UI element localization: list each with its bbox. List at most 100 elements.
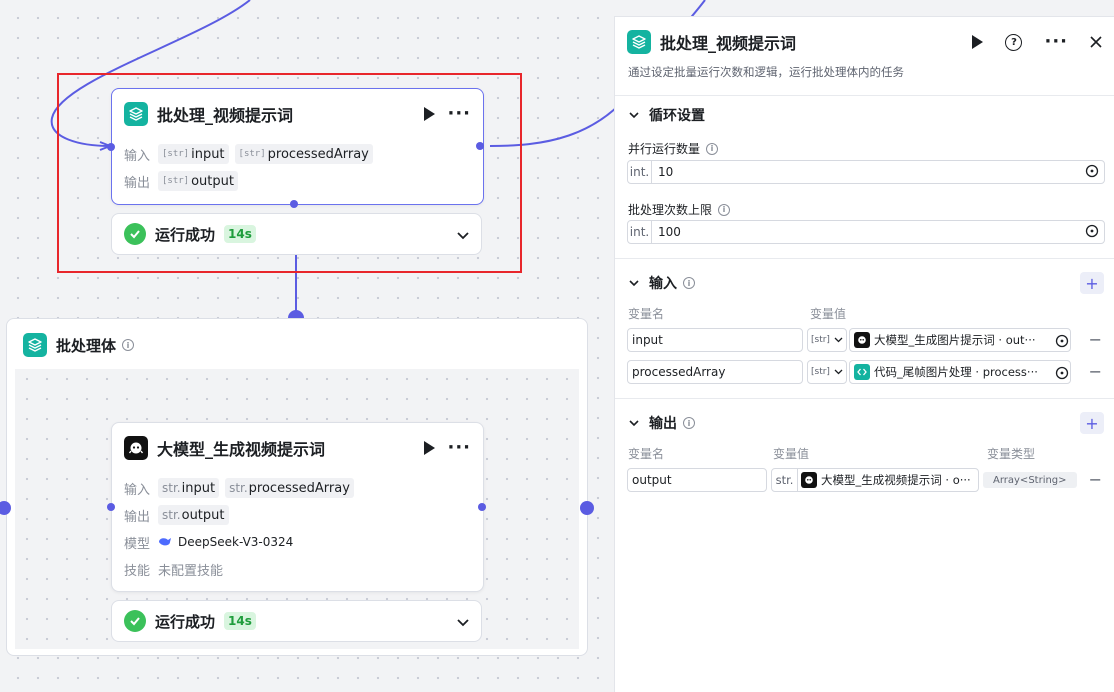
bot-icon	[854, 332, 870, 348]
parallel-value: 10	[658, 165, 674, 179]
chevron-down-icon	[629, 107, 639, 123]
col-var-value: 变量值	[810, 307, 847, 321]
output-type-badge: Array<String>	[983, 472, 1077, 488]
minus-icon[interactable]: −	[1088, 330, 1102, 349]
llm-status-bar[interactable]: 运行成功 14s	[111, 600, 482, 642]
help-icon[interactable]: ?	[1005, 33, 1023, 51]
chevron-down-icon	[629, 415, 639, 431]
input-ref-field[interactable]: 代码_尾帧图片处理 · process···	[849, 360, 1071, 384]
info-icon[interactable]: i	[706, 142, 719, 155]
batch-status-bar[interactable]: 运行成功 14s	[111, 213, 482, 255]
code-icon	[854, 364, 870, 380]
output-label: 输出	[124, 175, 151, 191]
processed-array-tag: [str]processedArray	[234, 144, 373, 164]
layers-icon	[627, 30, 651, 54]
skill-label: 技能	[124, 563, 151, 579]
input-name-field[interactable]: input	[627, 328, 803, 352]
output-tag: [str]output	[158, 171, 238, 191]
panel-description: 通过设定批量运行次数和逻辑，运行批处理体内的任务	[628, 65, 904, 79]
parallel-count-input[interactable]: int. 10	[627, 160, 1105, 184]
play-icon[interactable]	[424, 441, 436, 455]
max-count-input[interactable]: int. 100	[627, 220, 1105, 244]
batch-output-row: 输出 [str]output	[124, 171, 244, 191]
input-type-select[interactable]: [str]	[807, 328, 847, 352]
llm-skill-row: 技能 未配置技能	[124, 559, 223, 579]
input-label: 输入	[124, 482, 151, 498]
output-section-title: 输出	[649, 416, 677, 432]
input-label: 输入	[124, 148, 151, 164]
target-icon[interactable]	[1055, 365, 1069, 384]
processed-array-tag: str.processedArray	[225, 478, 354, 498]
bot-icon	[801, 472, 817, 488]
input-section-title: 输入	[649, 276, 677, 292]
close-icon[interactable]	[1090, 36, 1102, 48]
target-icon[interactable]	[1085, 164, 1099, 181]
divider	[615, 398, 1114, 399]
llm-output-row: 输出 str.output	[124, 505, 235, 525]
info-icon[interactable]: i	[122, 339, 135, 351]
container-header: 批处理体 i	[23, 333, 135, 357]
duration-badge: 14s	[224, 612, 256, 630]
loop-settings-toggle[interactable]: 循环设置	[629, 105, 705, 125]
status-text: 运行成功	[155, 612, 216, 631]
input-section-toggle[interactable]: 输入 i	[629, 273, 695, 293]
play-icon[interactable]	[424, 107, 436, 121]
input-tag: [str]input	[158, 144, 229, 164]
target-icon[interactable]	[1055, 333, 1069, 352]
output-ref-field[interactable]: str. 大模型_生成视频提示词 · o···	[771, 468, 979, 492]
more-icon[interactable]: ···	[1044, 31, 1068, 52]
input-ref-field[interactable]: 大模型_生成图片提示词 · out···	[849, 328, 1071, 352]
batch-node-header: 批处理_视频提示词 ···	[124, 101, 471, 127]
chevron-down-icon[interactable]	[457, 225, 469, 244]
panel-header: 批处理_视频提示词 ? ···	[627, 29, 1102, 55]
container-title: 批处理体	[56, 336, 117, 355]
skill-value: 未配置技能	[158, 563, 224, 579]
duration-badge: 14s	[224, 225, 256, 243]
container-right-port[interactable]	[580, 501, 594, 515]
batch-input-port[interactable]	[107, 143, 115, 151]
output-name-field[interactable]: output	[627, 468, 767, 492]
col-var-type: 变量类型	[987, 447, 1036, 461]
col-var-name: 变量名	[628, 447, 665, 461]
llm-node-title: 大模型_生成视频提示词	[157, 440, 326, 459]
info-icon[interactable]: i	[683, 417, 695, 429]
info-icon[interactable]: i	[683, 277, 695, 289]
llm-output-port[interactable]	[478, 503, 486, 511]
batch-node-title: 批处理_视频提示词	[157, 106, 294, 125]
llm-input-row: 输入 str.input str.processedArray	[124, 478, 360, 498]
llm-input-port[interactable]	[107, 503, 115, 511]
container-left-port[interactable]	[0, 501, 11, 515]
play-icon[interactable]	[972, 35, 984, 49]
layers-icon	[23, 333, 47, 357]
batch-node[interactable]: 批处理_视频提示词 ··· 输入 [str]input [str]process…	[111, 88, 484, 205]
minus-icon[interactable]: −	[1088, 470, 1102, 489]
layers-icon	[124, 102, 148, 126]
batch-output-port[interactable]	[476, 142, 484, 150]
divider	[615, 95, 1114, 96]
whale-icon	[158, 536, 172, 548]
output-label: 输出	[124, 509, 151, 525]
bot-icon	[124, 436, 148, 460]
chevron-down-icon[interactable]	[457, 612, 469, 631]
input-name-field[interactable]: processedArray	[627, 360, 803, 384]
loop-settings-title: 循环设置	[649, 108, 705, 124]
add-input-button[interactable]: +	[1080, 272, 1104, 294]
batch-bottom-port[interactable]	[290, 200, 298, 208]
target-icon[interactable]	[1085, 224, 1099, 241]
more-icon[interactable]: ···	[447, 437, 471, 458]
minus-icon[interactable]: −	[1088, 362, 1102, 381]
input-type-select[interactable]: [str]	[807, 360, 847, 384]
info-icon[interactable]: i	[718, 203, 731, 216]
chevron-down-icon	[834, 369, 843, 375]
more-icon[interactable]: ···	[447, 103, 471, 124]
node-settings-panel: 批处理_视频提示词 ? ··· 通过设定批量运行次数和逻辑，运行批处理体内的任务…	[614, 16, 1114, 692]
chevron-down-icon	[629, 275, 639, 291]
check-icon	[124, 223, 146, 245]
plus-icon: +	[1085, 273, 1099, 293]
output-section-toggle[interactable]: 输出 i	[629, 413, 695, 433]
add-output-button[interactable]: +	[1080, 412, 1104, 434]
llm-node[interactable]: 大模型_生成视频提示词 ··· 输入 str.input str.process…	[111, 422, 484, 592]
divider	[615, 258, 1114, 259]
